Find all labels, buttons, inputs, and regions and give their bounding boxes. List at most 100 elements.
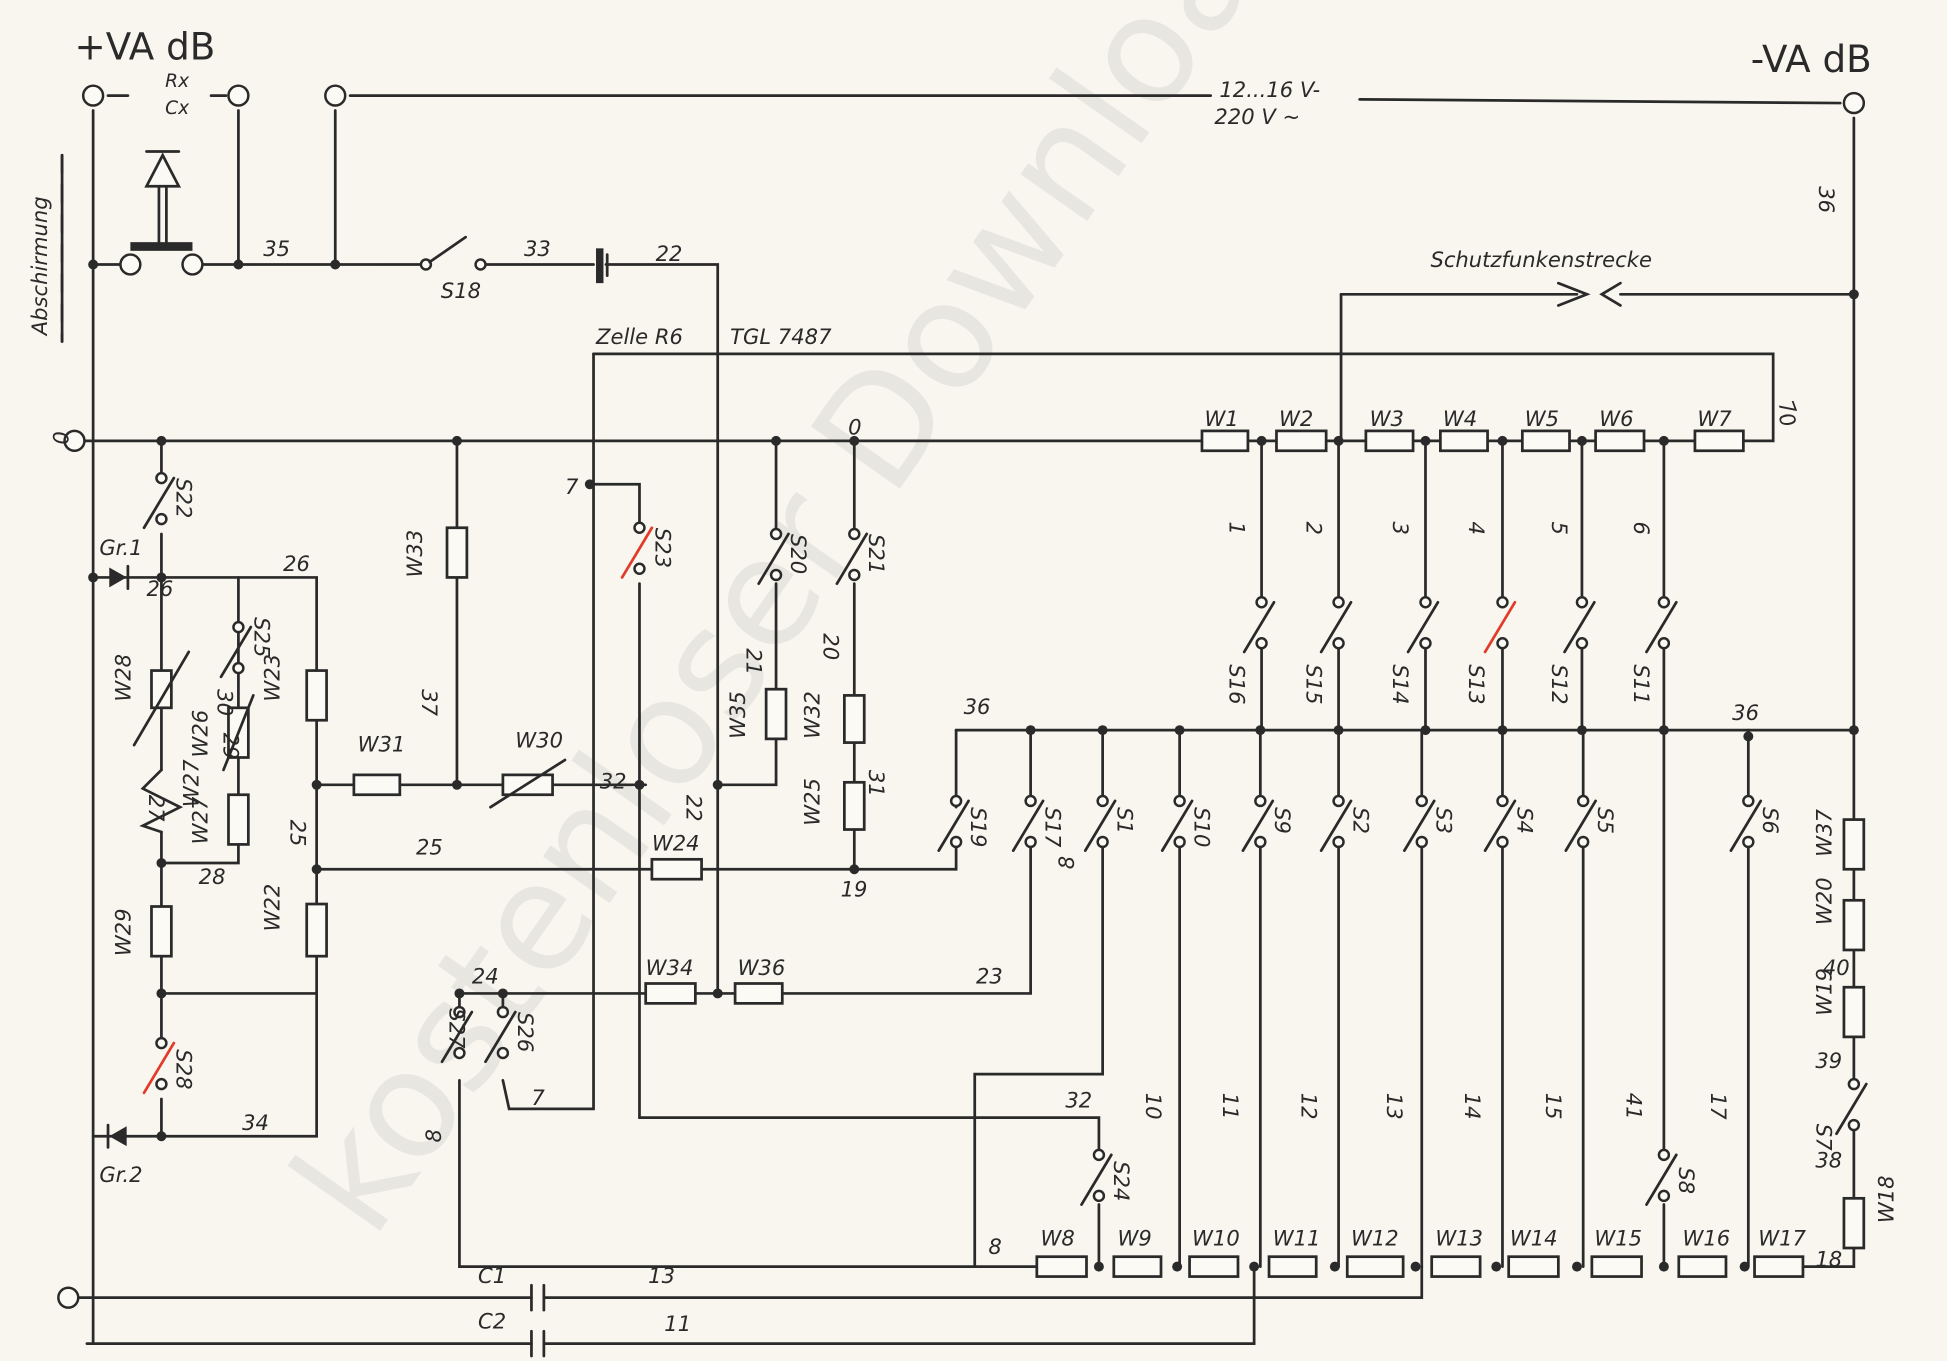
switch-contact xyxy=(1576,794,1590,808)
variable-arrow xyxy=(489,758,567,809)
switch-contact xyxy=(1024,835,1037,849)
junction-dot xyxy=(1249,1261,1260,1272)
switch-contact xyxy=(453,1046,466,1060)
switch-label: S18 xyxy=(441,278,481,303)
switch-s11 xyxy=(1645,600,1678,654)
switch-contact xyxy=(1255,637,1268,650)
switch-label: S16 xyxy=(1224,664,1249,704)
wire-number: 13 xyxy=(1382,1093,1407,1120)
switch-contact xyxy=(1332,794,1345,808)
wire xyxy=(91,954,319,1138)
capacitor-label: C2 xyxy=(478,1309,506,1334)
switch-s3 xyxy=(1403,799,1436,852)
switch-contact xyxy=(1657,637,1671,650)
resistor-label: W30 xyxy=(515,728,563,753)
switch-s17 xyxy=(1011,799,1045,852)
switch-contact xyxy=(848,527,861,541)
switch-contact xyxy=(949,835,963,849)
junction-dot xyxy=(1172,1261,1183,1272)
junction-dot xyxy=(1497,725,1508,736)
wire-number: 35 xyxy=(263,236,290,261)
switch-contact xyxy=(1847,1077,1861,1091)
wire-number: 0 xyxy=(48,431,73,444)
switch-s8 xyxy=(1645,1153,1678,1206)
junction-dot xyxy=(451,779,462,790)
resistor-w23 xyxy=(305,669,328,722)
wire xyxy=(780,843,1032,995)
switch-contact xyxy=(155,512,168,526)
terminal-plus-label: +VA dB xyxy=(75,25,216,69)
variable-resistor-w27 xyxy=(139,768,184,834)
junction-dot xyxy=(497,988,508,999)
wire-number: 36 xyxy=(964,694,991,719)
switch-contact xyxy=(949,794,963,808)
switch-contact xyxy=(474,258,487,271)
meter-arrow-icon xyxy=(144,152,182,188)
junction-dot xyxy=(849,864,860,875)
resistor-label: W26 xyxy=(187,710,212,758)
resistor-label: W4 xyxy=(1443,406,1477,431)
terminal xyxy=(324,84,347,107)
switch-contact xyxy=(1096,835,1109,849)
junction-dot xyxy=(1572,1261,1582,1272)
resistor-w6 xyxy=(1594,429,1646,453)
wire-number: 26 xyxy=(147,576,174,601)
switch-contact xyxy=(1254,794,1267,808)
wire-number: 19 xyxy=(841,877,868,902)
wire xyxy=(604,263,720,995)
wire-number: 6 xyxy=(1629,522,1654,535)
switch-contact xyxy=(1024,794,1037,808)
wire-number: 20 xyxy=(818,633,843,660)
switch-contact xyxy=(633,562,646,575)
junction-dot xyxy=(771,435,782,446)
switch-contact xyxy=(1254,835,1267,849)
junction-dot xyxy=(156,858,167,869)
resistor-w7 xyxy=(1693,429,1745,453)
resistor-w17 xyxy=(1753,1255,1805,1278)
switch-s2 xyxy=(1319,799,1353,852)
junction-dot xyxy=(1333,435,1344,446)
switch-contact xyxy=(1847,1118,1861,1132)
switch-contact xyxy=(1576,835,1590,849)
supply-ac-label: 220 V ~ xyxy=(1214,104,1300,129)
switch-contact xyxy=(1419,596,1432,609)
junction-dot xyxy=(634,779,645,790)
wire xyxy=(542,1265,1424,1300)
diode-label: Gr.1 xyxy=(99,535,142,560)
junction-dot xyxy=(311,779,322,790)
switch-contact xyxy=(1742,835,1755,849)
resistor-label: W27 xyxy=(187,796,212,844)
wire-number: 27 xyxy=(144,795,169,822)
switch-label: S17 xyxy=(1041,807,1066,848)
junction-dot xyxy=(156,1131,167,1142)
switch-contact xyxy=(1496,794,1509,808)
switch-contact xyxy=(1173,835,1186,849)
wire xyxy=(160,843,240,865)
switch-s1 xyxy=(1083,799,1117,852)
switch-contact xyxy=(1092,1148,1106,1162)
wire xyxy=(542,1265,1256,1345)
junction-dot xyxy=(311,864,322,875)
switch-contact xyxy=(155,471,168,485)
resistor-label: W32 xyxy=(800,691,825,739)
switch-s28 xyxy=(142,1041,176,1095)
terminal xyxy=(57,1286,80,1309)
wire-number: 22 xyxy=(656,241,683,266)
switch-contact xyxy=(232,620,245,634)
variable-arrow xyxy=(222,694,255,772)
wire-number: 7 xyxy=(565,474,579,499)
junction-dot xyxy=(233,259,244,270)
wire-number: 32 xyxy=(1065,1088,1092,1113)
resistor-label: W16 xyxy=(1683,1226,1731,1251)
switch-contact xyxy=(1096,794,1109,808)
resistor-label: W18 xyxy=(1874,1175,1899,1223)
switch-contact xyxy=(1657,596,1671,609)
junction-dot xyxy=(1420,725,1431,736)
switch-label: S14 xyxy=(1388,664,1413,704)
resistor-w36 xyxy=(733,982,784,1005)
switch-contact xyxy=(496,1005,510,1019)
resistor-label: W24 xyxy=(652,831,700,856)
wire-number: 2 xyxy=(1301,522,1326,535)
